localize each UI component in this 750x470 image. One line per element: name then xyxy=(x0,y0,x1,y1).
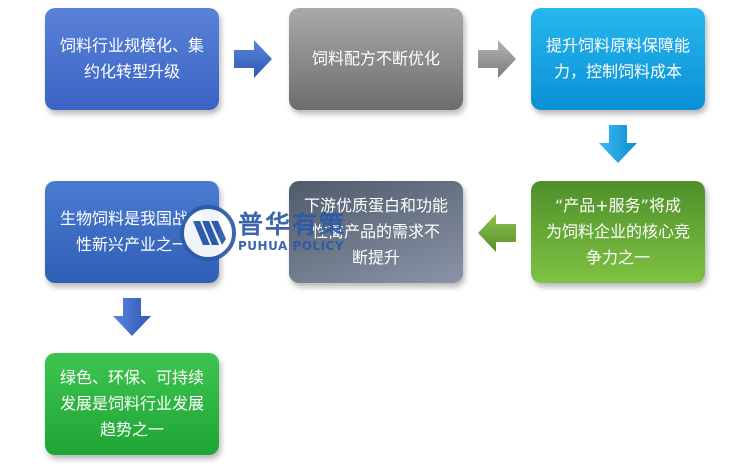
arrow-down-icon xyxy=(113,298,151,336)
arrow-right-icon xyxy=(478,40,516,78)
arrow-right-icon xyxy=(234,40,272,78)
node-green-sustainable: 绿色、环保、可持续 发展是饲料行业发展 趋势之一 xyxy=(45,353,219,455)
node-formula-optimization: 饲料配方不断优化 xyxy=(289,8,463,110)
puhua-logo-icon xyxy=(180,205,236,261)
arrow-down-icon xyxy=(599,125,637,163)
watermark-subtitle: PUHUA POLICY xyxy=(238,239,345,253)
node-bio-feed: 生物饲料是我国战略 性新兴产业之一 xyxy=(45,181,219,283)
node-product-service: “产品+服务”将成 为饲料企业的核心竞 争力之一 xyxy=(531,181,705,283)
watermark-title: 普华有策 xyxy=(238,210,347,239)
watermark: 普华有策 PUHUA POLICY xyxy=(180,203,370,263)
node-downstream-demand: 下游优质蛋白和功能 性禽产品的需求不 断提升 xyxy=(289,181,463,283)
arrow-left-icon xyxy=(478,214,516,252)
node-scale-upgrade: 饲料行业规模化、集 约化转型升级 xyxy=(45,8,219,110)
node-raw-material-cost: 提升饲料原料保障能 力，控制饲料成本 xyxy=(531,8,705,110)
